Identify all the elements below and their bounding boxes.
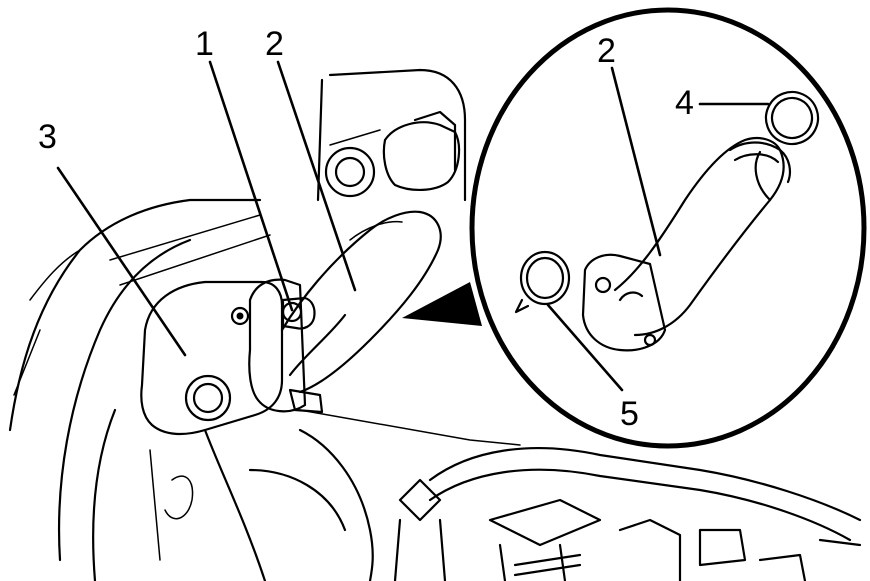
callout-2-main: 2: [265, 25, 284, 63]
leader-2-main: [276, 60, 357, 292]
callout-1: 1: [195, 25, 214, 63]
leader-2-detail: [610, 66, 662, 257]
detail-magnifier: [469, 7, 867, 449]
leader-1: [208, 60, 294, 312]
callout-labels: 1 2 3 2 4 5: [38, 25, 694, 433]
callout-4: 4: [675, 84, 694, 122]
callout-2-detail: 2: [597, 32, 616, 70]
leader-3: [56, 166, 187, 357]
leader-lines: [56, 60, 770, 392]
callout-5: 5: [620, 395, 639, 433]
leader-5: [546, 303, 624, 392]
callout-3: 3: [38, 118, 57, 156]
